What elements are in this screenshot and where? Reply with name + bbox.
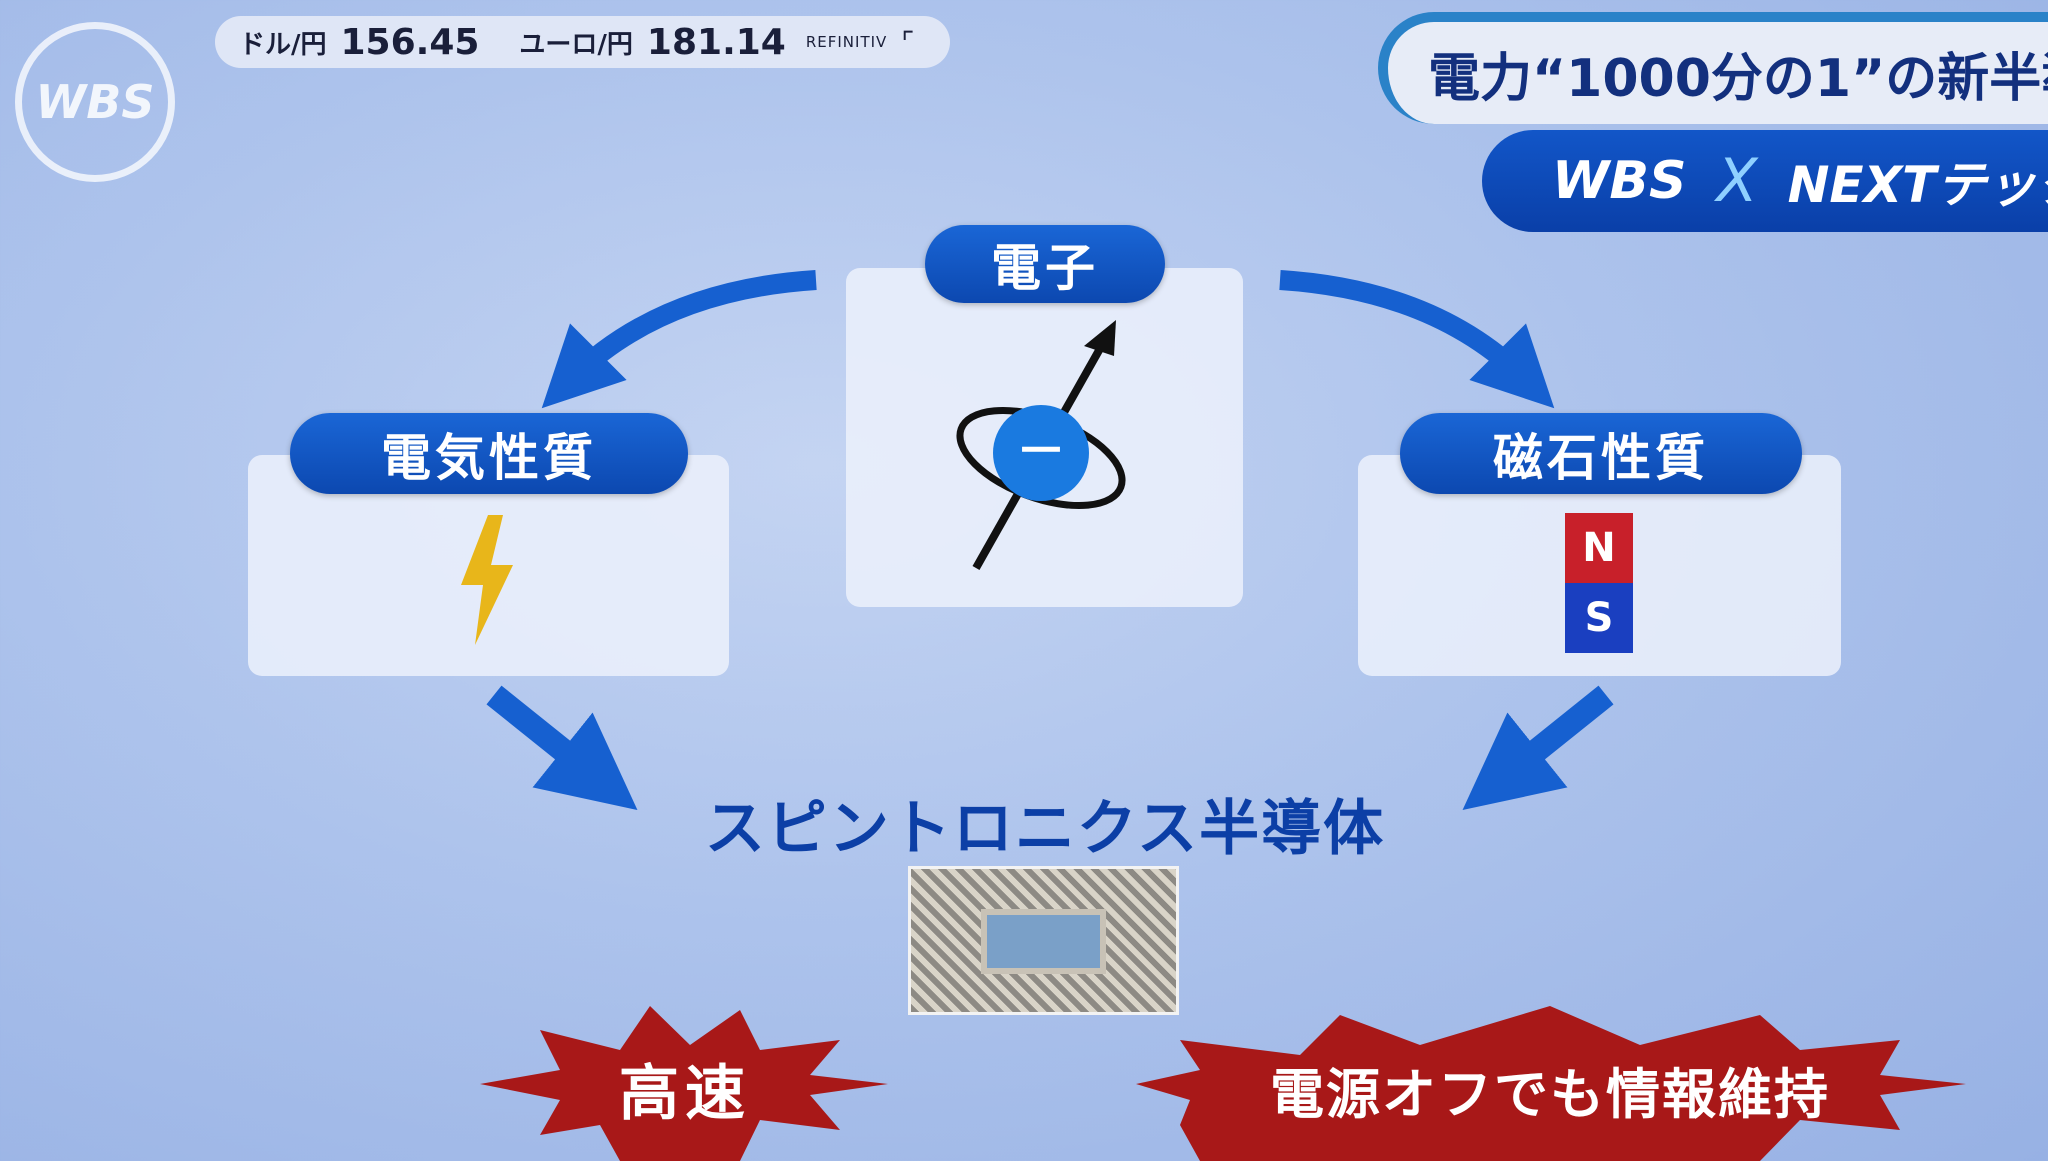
wbs-logo: WBS bbox=[15, 22, 175, 182]
label-electric: 電気性質 bbox=[290, 413, 688, 494]
arrow-down-left bbox=[486, 685, 638, 811]
banner-series: NEXTテック bbox=[1787, 156, 2048, 214]
benefit-speed: 高速 bbox=[619, 1059, 751, 1129]
eur-label: ユーロ/円 bbox=[519, 29, 633, 60]
currency-ticker: ドル/円 156.45 ユーロ/円 181.14 REFINITIV ⌜ bbox=[215, 16, 950, 68]
label-magnetic: 磁石性質 bbox=[1400, 413, 1802, 494]
electron-spin-icon: － bbox=[956, 320, 1126, 570]
electron-sign: － bbox=[1016, 422, 1066, 480]
arrow-right-curve bbox=[1279, 270, 1555, 409]
data-source: REFINITIV bbox=[805, 33, 888, 51]
logo-text: WBS bbox=[35, 75, 155, 129]
chip-photo bbox=[908, 866, 1179, 1015]
magnet-icon: N S bbox=[1565, 513, 1633, 653]
eur-value: 181.14 bbox=[646, 21, 786, 63]
result-label: スピントロニクス半導体 bbox=[704, 794, 1386, 864]
series-banner: WBS X NEXTテック bbox=[1482, 130, 2048, 232]
banner-brand: WBS bbox=[1552, 151, 1687, 211]
electron-box: － bbox=[846, 268, 1243, 607]
label-electron: 電子 bbox=[925, 225, 1165, 303]
headline: 電力“1000分の1”の新半導体 bbox=[1378, 12, 2048, 124]
usd-label: ドル/円 bbox=[239, 29, 327, 60]
usd-value: 156.45 bbox=[340, 21, 480, 63]
refinitiv-icon: ⌜ bbox=[901, 25, 915, 59]
magnet-south: S bbox=[1565, 583, 1633, 653]
lightning-icon bbox=[461, 515, 513, 645]
magnet-north: N bbox=[1565, 513, 1633, 583]
burst-left bbox=[480, 1006, 888, 1161]
arrow-left-curve bbox=[541, 270, 817, 409]
burst-right bbox=[1136, 1006, 1966, 1161]
arrow-down-right bbox=[1462, 685, 1614, 811]
banner-cross: X bbox=[1716, 146, 1758, 216]
benefit-nonvolatile: 電源オフでも情報維持 bbox=[1270, 1063, 1830, 1126]
